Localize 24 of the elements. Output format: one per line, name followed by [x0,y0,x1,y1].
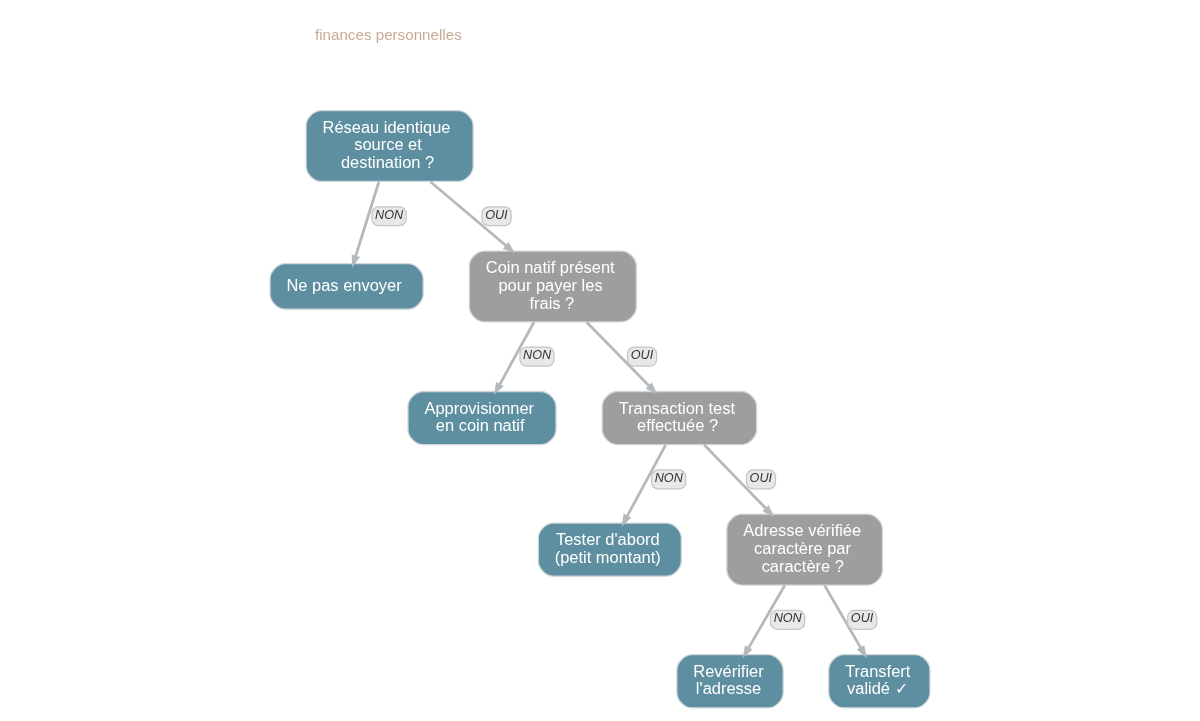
edge-label: OUI [630,348,654,363]
node-box: Ne pas envoyer [269,263,424,310]
node-box: Réseau identique source et destination ? [305,109,474,183]
edge-label: OUI [485,207,508,222]
node-box: Transaction test effectuée ? [601,390,758,446]
edge-label: NON [523,348,552,363]
arrow [351,181,381,268]
arrow [429,180,516,254]
edge-label: OUI [850,611,874,626]
edge-label: OUI [749,470,773,485]
arrow [493,321,536,396]
node-box: Approvisionner en coin natif [407,390,557,446]
node-box: Tester d'abord (petit montant) [537,522,682,577]
node-box: Coin natif présent pour payer les frais ? [468,250,637,323]
edge-label: NON [654,470,683,485]
node-box: Revérifier l'adresse [676,654,784,709]
edge-label: NON [773,611,802,626]
edge-label: NON [375,207,404,222]
node-box: Adresse vérifiée caractère par caractère ? [726,513,884,586]
label: finances personnelles [314,25,462,43]
arrow [823,584,867,659]
arrow [621,444,667,527]
node-box: Transfert validé ✓ [828,654,931,709]
arrow [742,584,787,659]
